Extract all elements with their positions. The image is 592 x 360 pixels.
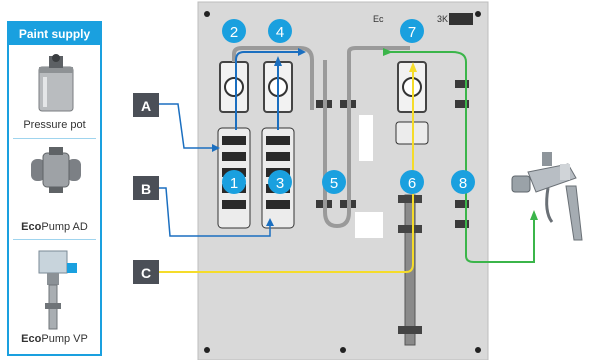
svg-text:C: C [141,265,151,281]
svg-text:6: 6 [408,175,416,192]
window-square [355,212,383,238]
marker-1: 1 [222,170,246,194]
svg-text:A: A [141,98,151,114]
callout-b: B [133,176,159,200]
marker-5: 5 [322,170,346,194]
svg-text:3: 3 [276,175,284,192]
svg-text:2: 2 [230,24,238,41]
spray-gun-image [512,152,582,240]
callout-a: A [133,93,159,117]
svg-text:7: 7 [408,24,416,41]
marker-2: 2 [222,19,246,43]
marker-3: 3 [268,170,292,194]
regulator-column-1 [218,62,250,228]
window-rect [359,115,373,161]
svg-text:B: B [141,181,151,197]
marker-4: 4 [268,19,292,43]
svg-text:8: 8 [459,175,467,192]
marker-7: 7 [400,19,424,43]
green-flow-arrow [530,210,538,220]
brand-logo [449,13,473,25]
marker-8: 8 [451,170,475,194]
svg-text:5: 5 [330,175,338,192]
svg-text:4: 4 [276,24,284,41]
marker-6: 6 [400,170,424,194]
panel-logo-text: Ec [373,14,384,24]
svg-text:1: 1 [230,175,238,192]
callout-c: C [133,260,159,284]
panel-logo-suffix: 3K [437,14,448,24]
